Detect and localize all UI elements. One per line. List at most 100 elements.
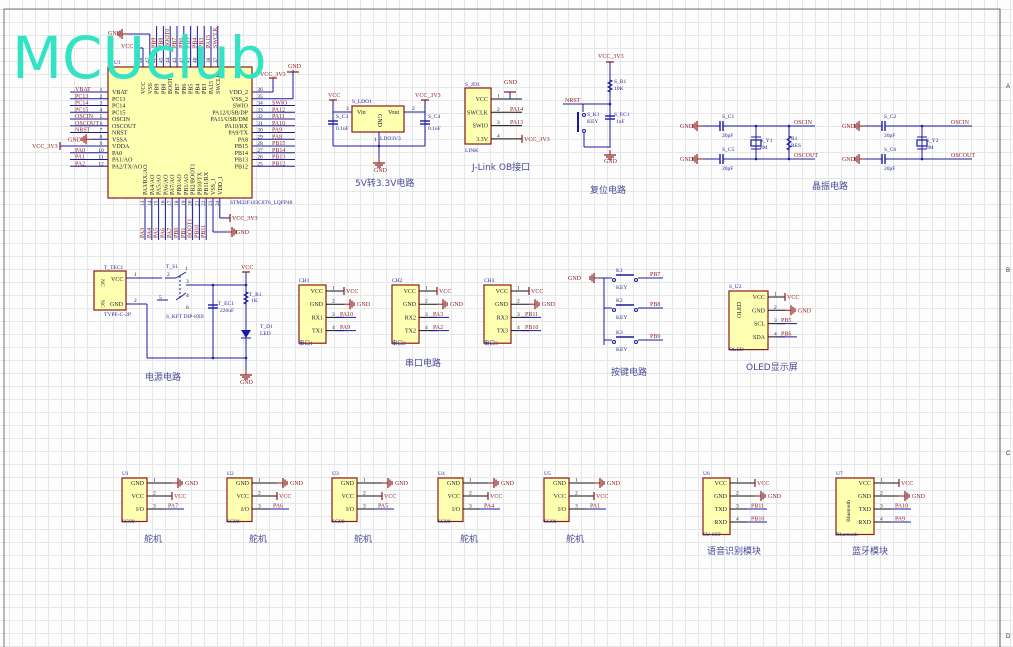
pin-number: 2 [425,299,428,305]
servo-section-title: 舵机 [354,533,372,545]
net-label-gnd: GND [290,481,304,487]
pin-number: 3 [258,504,261,510]
net-label: PB6 [179,38,185,48]
net-label: PA4 [147,228,153,238]
net-label: PA5 [378,504,388,510]
pin-number: 3 [332,312,335,318]
net-label: PA6 [273,504,283,510]
net-label: PB8 [158,38,164,48]
net-label-vcc: VCC_3V3 [260,72,286,78]
mcu-pin-name: OSCOUT [112,124,136,130]
servo-section-title: 舵机 [249,533,267,545]
pin-number: 2 [134,298,137,304]
pin-name: TXD [715,507,728,513]
junction-dot [244,356,248,360]
servo-part: SG90 [332,519,345,525]
net-label: PA12 [272,107,285,113]
net-label-gnd: GND [798,308,812,314]
serial-port-ref: CH2 [392,278,403,284]
net-label-gnd: GND [68,137,82,143]
servo-body [226,477,253,523]
pin-number: 1 [736,478,739,484]
pin-number: 1 [425,286,428,292]
pin-number: 1 [332,286,335,292]
servo-section-title: 舵机 [144,533,162,545]
net-label: SWIO [272,101,288,107]
cap-value: 0.1uF [428,126,441,132]
net-label-gnd: GND [842,124,856,130]
mcu-pin-number: 41 [186,57,192,63]
net-label-vcc: VCC [757,481,769,487]
net-label-gnd: GND [680,157,694,163]
net-label: PA10 [895,504,908,510]
pin-number: 2 [497,107,500,113]
pin-number: 3 [736,504,739,510]
cap-ref: S_C6 [884,147,896,153]
net-label: PA3 [433,312,443,318]
pin-number: 1 [363,478,366,484]
bluetooth-section-title: 蓝牙模块 [852,545,888,557]
mcu-pin-number: 17 [167,200,173,206]
mcu-pin-name: NRST [112,131,128,137]
ground-icon [854,154,865,164]
resistor-icon [786,135,792,151]
mcu-pin-name: VSS [148,83,154,94]
key-contact [634,278,638,282]
border-letter: D [1006,634,1011,640]
mcu-pin-name: BOOT0 [168,75,174,94]
net-label: BOOT0 [165,29,171,48]
net-label-gnd: GND [236,230,250,236]
net-label-vcc: VCC_3V3 [232,216,258,222]
mcu-pin-number: 33 [257,107,263,113]
net-label-gnd: GND [842,157,856,163]
pin-name: VCC [448,494,460,500]
mcu-pin-number: 46 [152,57,158,63]
mcu-pin-name: PB8 [161,84,167,94]
pin-name: GND [310,302,324,308]
mcu-pin-number: 29 [257,134,263,140]
mcu-pin-number: 26 [257,155,263,161]
key-contact [612,308,616,312]
net-label-vcc: VCC [490,494,502,500]
net-label-vcc: VCC [596,494,608,500]
servo-ref: U4 [438,471,445,477]
mcu-pin-number: 48 [138,57,144,63]
mcu-pin-number: 43 [172,57,178,63]
bluetooth-body-label: Bluetooth [846,500,852,522]
resistor-icon [242,291,250,305]
net-label: PA9 [272,128,282,134]
net-label: PA5 [154,228,160,238]
net-label: PB8 [650,302,660,308]
ldo-pin-num: 2 [412,106,415,112]
switch-pin: 5 [159,295,162,301]
pin-number: 4 [736,517,739,523]
voice-module-part: SU-03T [703,532,721,538]
mcu-pin-name: PA0 [112,151,122,157]
mcu-pin-number: 37 [213,57,219,63]
net-label: PC14 [75,101,88,107]
mcu-pin-number: 5 [100,114,103,120]
net-label: PA4 [484,504,494,510]
pin-name: RXD [858,520,871,526]
cap-ref: T_EC1 [218,301,234,307]
crystal-icon [916,139,928,147]
servo-ref: U3 [332,471,339,477]
key-ref: S_K1 [587,112,600,118]
servo-part: SG90 [438,519,451,525]
net-label-vcc: VCC [241,265,253,271]
net-label-gnd: GND [504,80,518,86]
mcu-pin-number: 23 [208,200,214,206]
typec-nc: NC [99,279,105,287]
net-label-gnd: GND [604,159,618,165]
ground-icon [344,299,355,310]
net-label: PA0 [75,148,85,154]
ldo-pin-num: 1 [374,137,377,143]
mcu-pin-name: SWCLK [216,72,222,94]
net-label: PB4 [192,38,198,48]
bluetooth-module-part: Bluetooth [836,532,858,538]
oled-ref: S_U2 [729,284,742,290]
pin-name: RXD [714,520,727,526]
pin-name: TX2 [405,329,416,335]
mcu-pin-number: 18 [174,200,180,206]
